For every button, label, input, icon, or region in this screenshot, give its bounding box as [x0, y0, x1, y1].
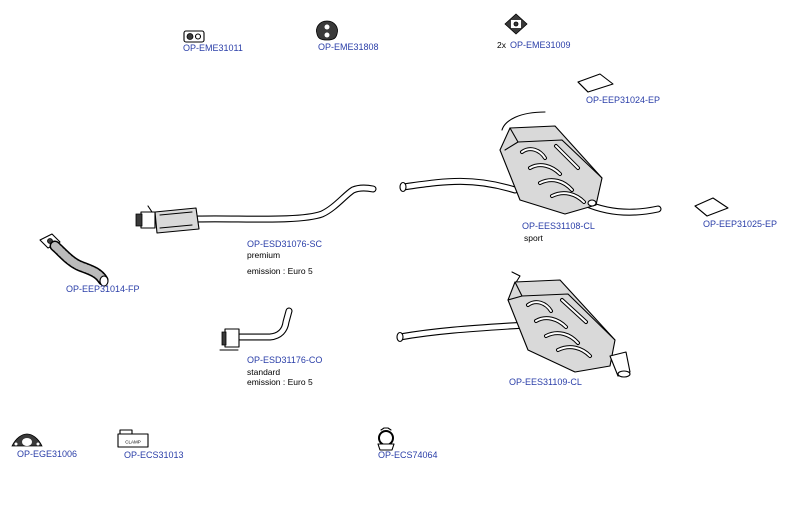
part-code-esd31076[interactable]: OP-ESD31076-SC: [247, 239, 323, 249]
part-code-eep31024[interactable]: OP-EEP31024-EP: [586, 95, 661, 105]
front-pipe-eep31014-icon[interactable]: [39, 233, 109, 287]
part-code-ege31006[interactable]: OP-EGE31006: [17, 449, 78, 459]
clamp-ring-ecs74064-icon[interactable]: [377, 427, 395, 451]
part-code-esd31176[interactable]: OP-ESD31176-CO: [247, 355, 323, 365]
clamp-label: CLAMP: [125, 440, 141, 445]
part-code-eme31808[interactable]: OP-EME31808: [318, 42, 379, 52]
note-ees31108-sport: sport: [524, 233, 543, 243]
part-code-eep31025[interactable]: OP-EEP31025-EP: [703, 219, 778, 229]
gasket-ege31006-icon[interactable]: [11, 433, 43, 447]
rear-silencer-ees31108-icon[interactable]: [399, 111, 662, 216]
clamp-ecs31013-icon[interactable]: CLAMP: [117, 429, 149, 448]
rubber-mount-eme31009-icon[interactable]: [504, 13, 528, 35]
part-code-ecs31013[interactable]: OP-ECS31013: [124, 450, 184, 460]
note-esd31076-variant: premium: [247, 250, 281, 260]
part-code-ees31108[interactable]: OP-EES31108-CL: [522, 221, 595, 231]
dpf-pipe-esd31076-icon[interactable]: [135, 184, 377, 234]
rubber-hanger-eme31808-icon[interactable]: [316, 20, 338, 41]
part-code-ees31109[interactable]: OP-EES31109-CL: [509, 377, 582, 387]
tailpipe-end-eep31024-icon[interactable]: [577, 73, 614, 93]
part-code-eme31009[interactable]: OP-EME31009: [510, 40, 571, 50]
part-code-eme31011[interactable]: OP-EME31011: [183, 43, 243, 53]
note-esd31076-emission: emission : Euro 5: [247, 266, 313, 276]
part-code-ecs74064[interactable]: OP-ECS74064: [378, 450, 438, 460]
part-code-eep31014[interactable]: OP-EEP31014-FP: [66, 284, 140, 294]
note-esd31176-emission: emission : Euro 5: [247, 377, 313, 387]
catalyst-pipe-esd31176-icon[interactable]: [219, 307, 293, 351]
rubber-mount-eme31011-icon[interactable]: [183, 30, 205, 43]
qty-eme31009: 2x: [497, 40, 506, 50]
tailpipe-end-eep31025-icon[interactable]: [694, 197, 729, 217]
rear-silencer-ees31109-icon[interactable]: [396, 271, 631, 378]
note-esd31176-variant: standard: [247, 367, 281, 377]
